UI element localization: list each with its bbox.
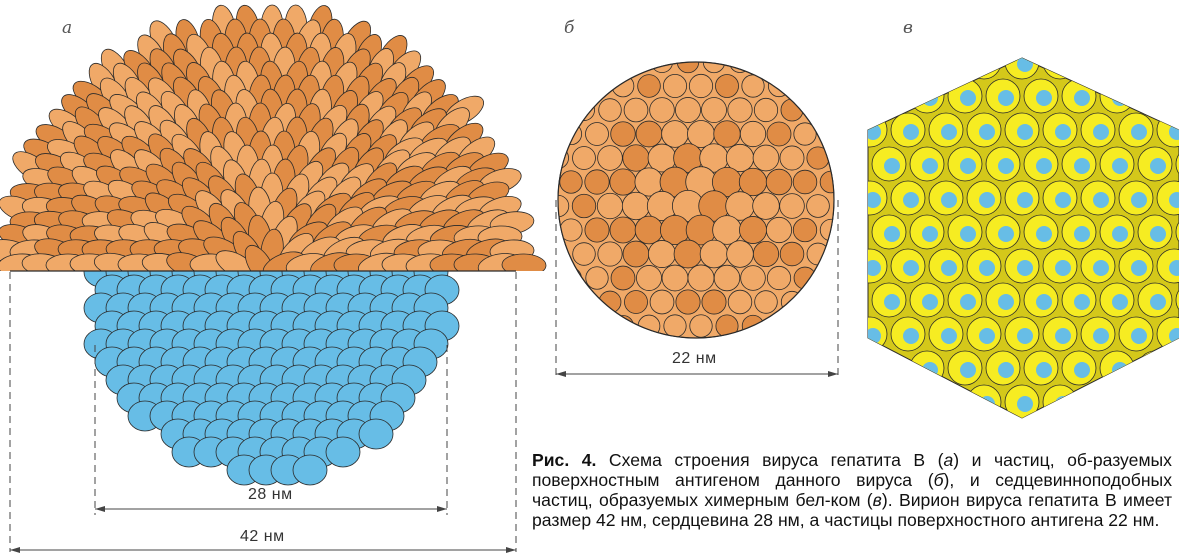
caption-letter-a: а [944,450,954,470]
virion-envelope-particle [0,3,546,290]
surface-antigen-particle [547,51,842,338]
core-like-particle [853,45,1179,419]
dimension-label-22nm: 22 нм [672,350,717,368]
virion-core-particle [84,257,459,485]
dimension-label-42nm: 42 нм [240,528,285,546]
caption-label: Рис. 4. [532,450,596,470]
figure-caption: Рис. 4. Схема строения вируса гепатита В… [532,450,1172,530]
caption-text-1: Схема строения вируса гепатита В ( [596,450,943,470]
caption-letter-b: б [934,470,944,490]
caption-letter-c: в [873,490,882,510]
dimension-label-28nm: 28 нм [248,486,293,504]
